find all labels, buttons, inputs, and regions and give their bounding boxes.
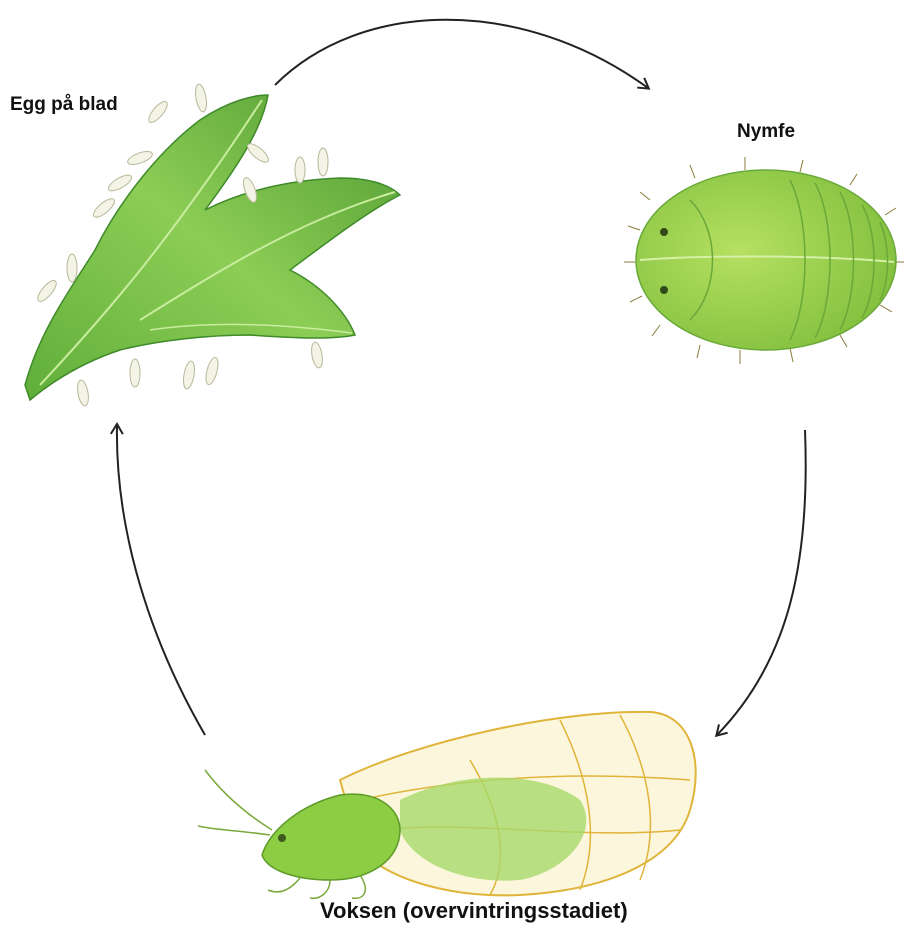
arrow-nymph-to-adult: [717, 430, 806, 735]
leaf-with-eggs-illustration: [25, 83, 400, 406]
arrow-adult-to-egg: [117, 425, 205, 735]
arrow-egg-to-nymph: [275, 20, 648, 88]
stage-label-nymph: Nymfe: [737, 121, 795, 143]
stage-label-egg: Egg på blad: [10, 94, 118, 116]
adult-insect-illustration: [198, 712, 696, 898]
nymph-illustration: [624, 157, 904, 364]
stage-label-adult: Voksen (overvintringsstadiet): [320, 898, 628, 924]
